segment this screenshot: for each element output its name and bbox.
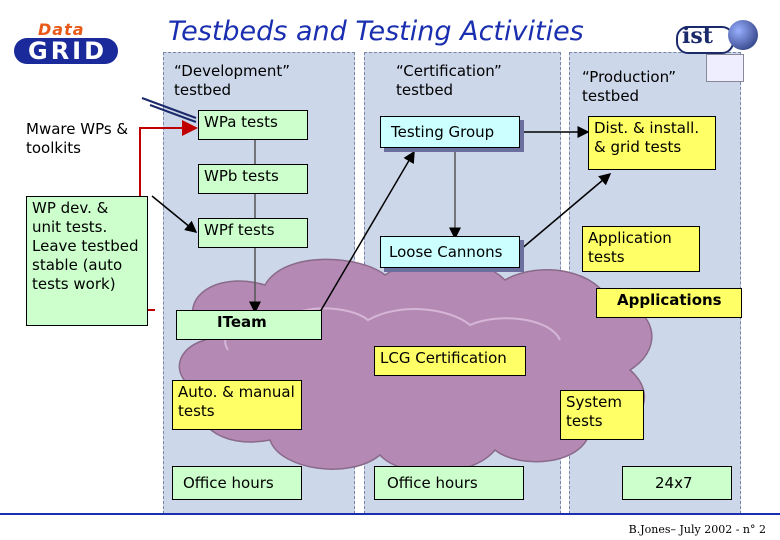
wpb-tests-box: WPb tests <box>198 164 308 194</box>
wpa-tests-box: WPa tests <box>198 110 308 140</box>
auto-manual-tests-box: Auto. & manual tests <box>172 380 302 430</box>
production-testbed-label: “Production” testbed <box>582 68 677 105</box>
wpf-tests-box: WPf tests <box>198 218 308 248</box>
wp-dev-box: WP dev. & unit tests. Leave testbed stab… <box>26 196 148 326</box>
loose-cannons-box: Loose Cannons <box>380 236 520 268</box>
application-tests-box: Application tests <box>582 226 700 272</box>
mware-wps-label: Mware WPs & toolkits <box>26 120 129 157</box>
support-24x7-box: 24x7 <box>622 466 732 500</box>
system-tests-box: System tests <box>560 390 644 440</box>
iteam-box: ITeam <box>176 310 322 340</box>
office-hours-cert-box: Office hours <box>374 466 524 500</box>
lcg-certification-box: LCG Certification <box>374 346 526 376</box>
datagrid-logo: Data GRID <box>14 20 118 66</box>
dist-install-box: Dist. & install. & grid tests <box>588 116 716 170</box>
ist-logo: ist <box>668 20 764 82</box>
applications-box: Applications <box>596 288 742 318</box>
certification-testbed-label: “Certification” testbed <box>396 62 502 99</box>
slide-footer: B.Jones– July 2002 - n° 2 <box>628 523 766 536</box>
office-hours-dev-box: Office hours <box>172 466 302 500</box>
page-title: Testbeds and Testing Activities <box>168 16 584 47</box>
testing-group-box: Testing Group <box>380 116 520 148</box>
development-testbed-label: “Development” testbed <box>174 62 291 99</box>
